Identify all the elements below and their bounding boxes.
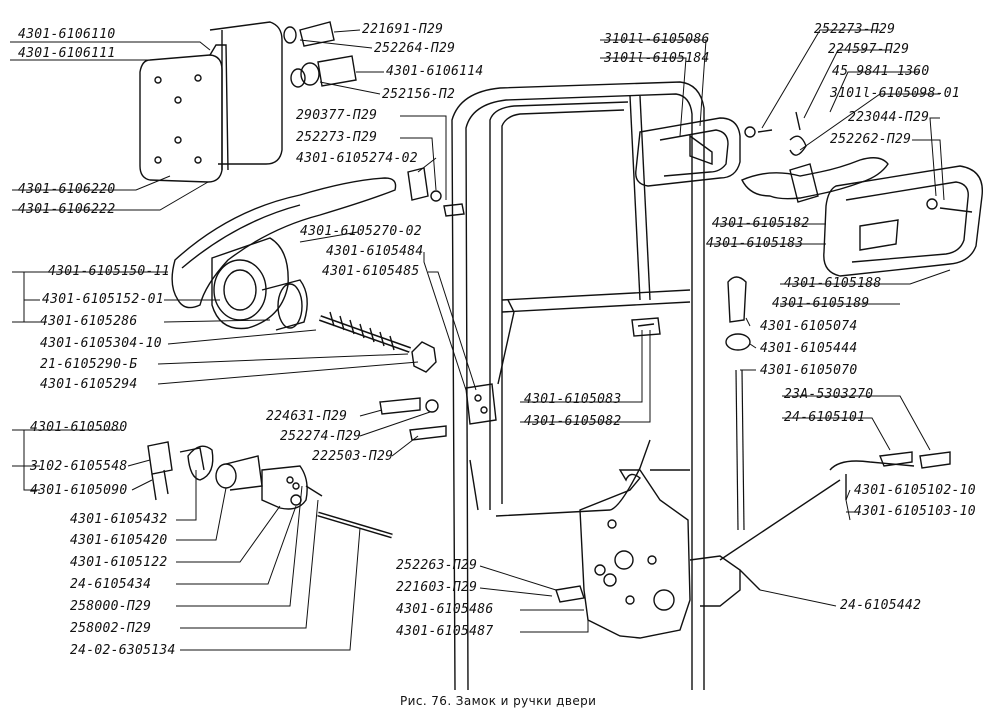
inner-lever xyxy=(741,111,889,203)
part-label: 222503-П29 xyxy=(312,449,394,464)
part-label: 4301-6106111 xyxy=(18,46,116,61)
part-label: 4301-6105189 xyxy=(772,296,870,311)
part-label: 252156-П2 xyxy=(382,87,456,102)
part-label: 4301-6105152-01 xyxy=(42,292,164,307)
part-label: 23А-5303270 xyxy=(784,387,874,402)
part-label: 4301-6105102-10 xyxy=(854,483,976,498)
part-label: 24-6105434 xyxy=(70,577,152,592)
part-label: 4301-6105432 xyxy=(70,512,168,527)
part-label: 4301-6105070 xyxy=(760,363,858,378)
part-label: 4301-6105485 xyxy=(322,264,420,279)
part-label: 4301-6106222 xyxy=(18,202,116,217)
part-label: 4301-6105270-02 xyxy=(300,224,422,239)
part-label: 252274-П29 xyxy=(280,429,362,444)
part-label: 290377-П29 xyxy=(296,108,378,123)
part-label: 4301-6105304-10 xyxy=(40,336,162,351)
spring-shaft xyxy=(318,311,437,373)
screws-top xyxy=(283,21,357,88)
part-label: 4301-6105484 xyxy=(326,244,424,259)
leader-lines xyxy=(10,29,951,651)
part-label: 4301-6105286 xyxy=(40,314,138,329)
part-label: 24-6105442 xyxy=(840,598,922,613)
lock-cylinder-key xyxy=(147,441,393,539)
inner-lock-frame xyxy=(635,117,741,187)
lock-knob xyxy=(725,276,751,531)
outer-handle xyxy=(171,177,397,331)
figure-caption: Рис. 76. Замок и ручки двери xyxy=(400,694,597,708)
part-label: 4301-6105103-10 xyxy=(854,504,976,519)
part-label: 4301-6105080 xyxy=(30,420,128,435)
part-label: 4301-6105122 xyxy=(70,555,168,570)
part-label: 3102-6105548 xyxy=(30,459,128,474)
door-pull xyxy=(631,317,661,337)
part-label: 252263-П29 xyxy=(396,558,478,573)
part-label: 4301-6105294 xyxy=(40,377,138,392)
part-label: 4301-6106114 xyxy=(386,64,484,79)
part-label: 4301-6105150-11 xyxy=(48,264,170,279)
part-label: 4301-6106110 xyxy=(18,27,116,42)
part-label: 4301-6105182 xyxy=(712,216,810,231)
part-label: 258000-П29 xyxy=(70,599,152,614)
part-label: 4301-6105183 xyxy=(706,236,804,251)
inner-handle-housing xyxy=(823,165,984,277)
part-label: 24-6105101 xyxy=(784,410,866,425)
part-label: 4301-6106220 xyxy=(18,182,116,197)
part-label: 4301-6105188 xyxy=(784,276,882,291)
part-label: 4301-6105487 xyxy=(396,624,494,639)
part-label: 224631-П29 xyxy=(266,409,348,424)
part-label: 4301-6105083 xyxy=(524,392,622,407)
part-label: 3101l-6105098-01 xyxy=(830,86,961,101)
part-label: 221691-П29 xyxy=(362,22,444,37)
part-label: 252262-П29 xyxy=(830,132,912,147)
part-label: 252273-П29 xyxy=(296,130,378,145)
part-label: 4301-6105444 xyxy=(760,341,858,356)
part-label: 4301-6105074 xyxy=(760,319,858,334)
part-label: 4301-6105082 xyxy=(524,414,622,429)
door-frame xyxy=(451,81,705,691)
part-label: 224597-П29 xyxy=(828,42,910,57)
part-label: 4301-6105090 xyxy=(30,483,128,498)
part-label: 3101l-6105086 xyxy=(604,32,710,47)
part-label: 223044-П29 xyxy=(848,110,930,125)
part-label: 258002-П29 xyxy=(70,621,152,636)
part-label: 252264-П29 xyxy=(374,41,456,56)
small-brackets xyxy=(379,167,515,441)
part-label: 4301-6105274-02 xyxy=(296,151,418,166)
part-label: 24-02-6305134 xyxy=(70,643,176,658)
part-label: 21-6105290-Б xyxy=(40,357,138,372)
rods xyxy=(829,451,951,500)
part-label: 221603-П29 xyxy=(396,580,478,595)
part-label: 45 9841 1360 xyxy=(832,64,930,79)
part-label: 4301-6105486 xyxy=(396,602,494,617)
lock-body xyxy=(555,469,841,639)
part-label: 252273-П29 xyxy=(814,22,896,37)
part-label: 4301-6105420 xyxy=(70,533,168,548)
handle-plate xyxy=(139,21,283,183)
part-label: 3101l-6105184 xyxy=(604,51,710,66)
